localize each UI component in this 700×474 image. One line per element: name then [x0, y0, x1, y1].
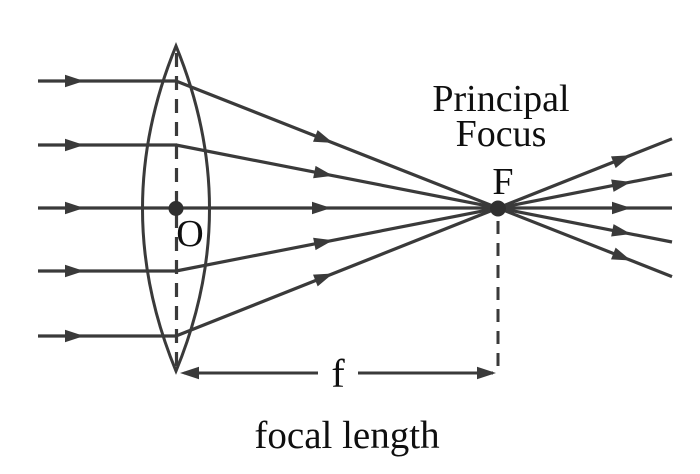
ray-arrowhead-icon [65, 201, 84, 215]
optical-center-dot [168, 201, 184, 216]
optical-center-label: O [176, 213, 203, 255]
ray-arrowhead-icon [612, 201, 631, 215]
principal-focus-label-line2: Focus [456, 113, 547, 155]
ray-arrowhead-icon [65, 138, 84, 152]
right-arrowhead-icon [477, 366, 496, 380]
ray-arrowhead-icon [65, 74, 84, 88]
focal-length-arrow [180, 366, 496, 380]
ray-arrowhead-icon [65, 329, 84, 343]
ray-arrowhead-icon [611, 179, 631, 192]
optical-axis-ray [38, 201, 672, 215]
principal-focus-label-line1: Principal [432, 78, 569, 120]
light-ray-4-refracted [175, 172, 673, 273]
ray-arrowhead-icon [312, 201, 331, 215]
light-ray-1-refracted [175, 79, 673, 279]
ray-arrowhead-icon [313, 165, 333, 179]
light-ray-2 [38, 138, 673, 244]
ray-arrowhead-icon [611, 247, 631, 261]
ray-arrowhead-icon [611, 224, 631, 237]
focus-point-dot [490, 200, 506, 217]
light-ray-4 [38, 172, 673, 278]
ray-arrowhead-icon [313, 130, 333, 143]
light-ray-1 [38, 74, 673, 279]
light-ray-2-refracted [175, 143, 673, 244]
focal-length-caption: focal length [254, 414, 439, 457]
ray-arrowhead-icon [313, 273, 333, 287]
convex-lens-outline [141, 42, 211, 375]
light-ray-5 [38, 137, 673, 343]
left-arrowhead-icon [180, 366, 199, 380]
ray-arrowhead-icon [611, 155, 631, 169]
ray-arrowhead-icon [313, 237, 333, 251]
focus-point-label: F [492, 161, 513, 203]
light-ray-5-refracted [175, 137, 673, 338]
ray-arrowhead-icon [65, 264, 84, 278]
focal-length-symbol-label: f [331, 351, 345, 396]
